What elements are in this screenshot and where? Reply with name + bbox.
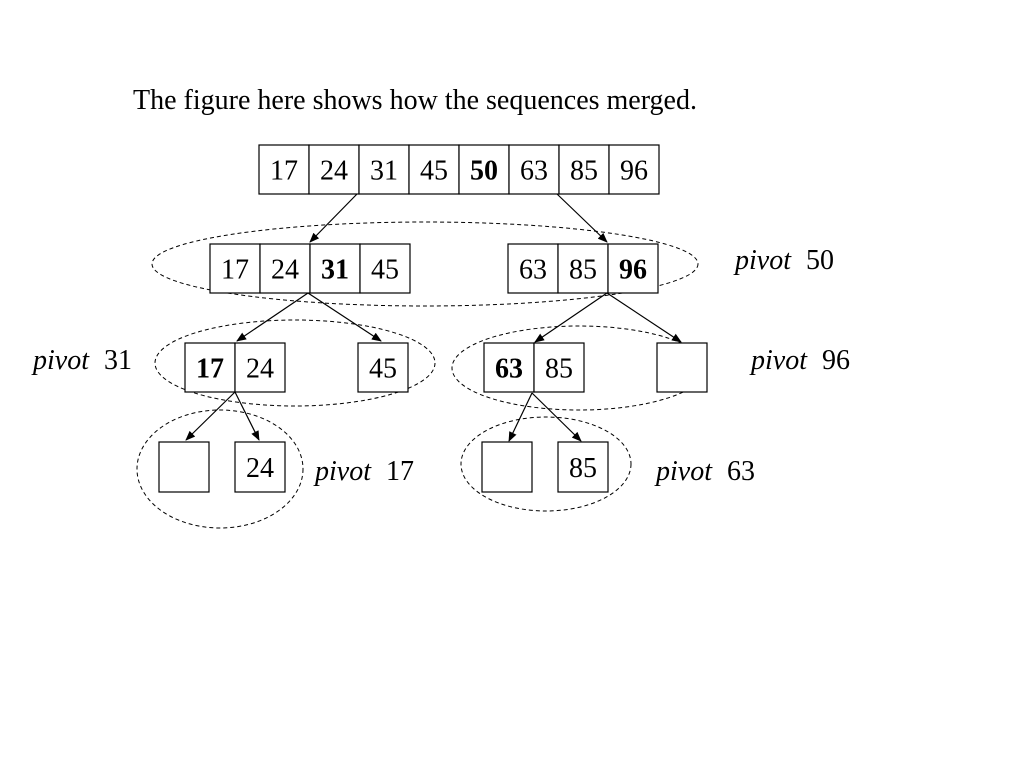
sequence-cell-value: 24	[320, 156, 348, 187]
sequence-cell-box	[608, 144, 660, 195]
sequence-cell-value: 63	[495, 354, 523, 385]
sequence-cell-value: 24	[271, 255, 299, 286]
sequence-cell-value: 63	[520, 156, 548, 187]
sequence-cell-value: 85	[545, 354, 573, 385]
pivot-value: 31	[104, 345, 132, 376]
sequence-cell-value: 85	[570, 156, 598, 187]
sequence-cell-value: 45	[369, 354, 397, 385]
sequence-cell-value: 17	[270, 156, 298, 187]
sequence-cell-value: 96	[620, 156, 648, 187]
sequence-cell-value: 31	[370, 156, 398, 187]
sequence-cell-box	[308, 144, 360, 195]
pivot-value: 50	[806, 245, 834, 276]
sequence-cell-box	[259, 243, 311, 294]
sequence-cell-value: 50	[470, 156, 498, 187]
sequence-cell-box	[359, 243, 411, 294]
arrow-63-to-85	[531, 392, 582, 442]
pivot-50-label: pivot 50	[733, 245, 834, 276]
sequence-cell-box	[558, 144, 610, 195]
sequence-cell-value: 24	[246, 453, 274, 484]
sequence-cell-box	[607, 243, 659, 294]
sequence-cell-box	[656, 342, 708, 393]
pivot-value: 96	[822, 345, 850, 376]
arrow-63-to-empty	[508, 392, 533, 442]
pivot-50-partition-group	[151, 221, 699, 307]
sequence-cells: 17 24 31 45 50 63 85 96 17 24 31 45 63 85 96 17 24 45 63 85…	[158, 144, 708, 493]
sequence-cell-box	[234, 441, 286, 493]
sequence-cell-box	[158, 441, 210, 493]
pivot-word: pivot	[733, 245, 792, 276]
arrow-left-to-17-24	[236, 292, 309, 342]
pivot-63-partition-group	[460, 416, 632, 512]
sequence-cell-box	[533, 342, 585, 393]
pivot-value: 17	[386, 456, 414, 487]
pivot-word: pivot	[31, 345, 90, 376]
sequence-cell-box	[358, 144, 410, 195]
sequence-cell-value: 24	[246, 354, 274, 385]
sequence-cell-value: 17	[221, 255, 249, 286]
sequence-cell-box	[309, 243, 361, 294]
sequence-cell-box	[507, 243, 559, 294]
pivot-word: pivot	[313, 456, 372, 487]
sequence-cell-box	[234, 342, 286, 393]
pivot-word: pivot	[749, 345, 808, 376]
sequence-cell-box	[557, 441, 609, 493]
sequence-cell-box	[258, 144, 310, 195]
sequence-cell-box	[209, 243, 261, 294]
sequence-cell-value: 85	[569, 255, 597, 286]
pivot-96-label: pivot 96	[749, 345, 850, 376]
arrow-17-to-empty	[185, 391, 236, 441]
pivot-17-partition-group	[136, 409, 304, 529]
sequence-cell-box	[481, 441, 533, 493]
arrow-left-to-45	[307, 292, 382, 342]
arrow-right-to-empty	[606, 292, 682, 343]
sequence-cell-value: 63	[519, 255, 547, 286]
pivot-31-label: pivot 31	[31, 345, 132, 376]
sequence-cell-value: 17	[196, 354, 224, 385]
sequence-cell-box	[458, 144, 510, 195]
sequence-cell-value: 45	[420, 156, 448, 187]
caption: The figure here shows how the sequences …	[133, 85, 697, 116]
sequence-cell-box	[408, 144, 460, 195]
sequence-cell-box	[357, 342, 409, 393]
pivot-value: 63	[727, 456, 755, 487]
sequence-cell-box	[557, 243, 609, 294]
pivot-17-label: pivot 17	[313, 456, 414, 487]
sequence-cell-box	[184, 342, 236, 393]
sequence-cell-value: 31	[321, 255, 349, 286]
pivot-31-partition-group	[154, 319, 436, 407]
sequence-cell-value: 96	[619, 255, 647, 286]
pivot-63-label: pivot 63	[654, 456, 755, 487]
arrow-root-to-left	[309, 193, 358, 243]
pivot-word: pivot	[654, 456, 713, 487]
sequence-cell-value: 85	[569, 453, 597, 484]
arrow-right-to-63-85	[534, 292, 608, 343]
arrow-17-to-24	[234, 391, 260, 441]
sequence-cell-value: 45	[371, 255, 399, 286]
arrow-root-to-right	[556, 193, 608, 243]
